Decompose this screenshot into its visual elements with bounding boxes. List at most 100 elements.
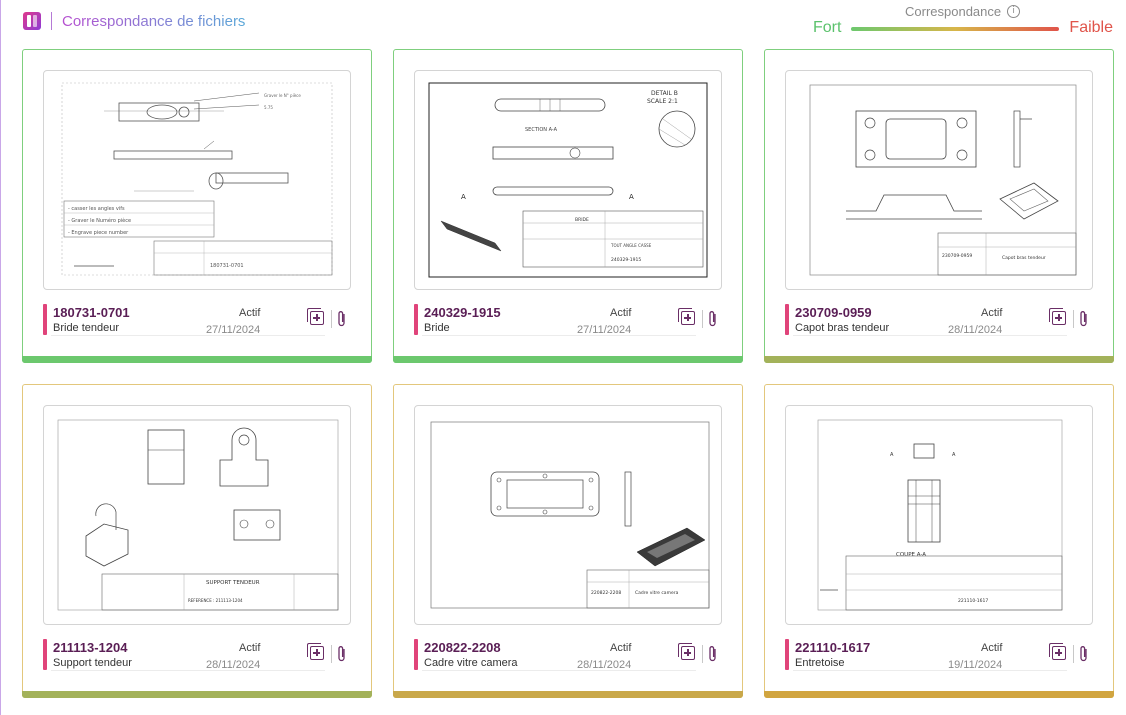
- svg-text:230709-0959: 230709-0959: [942, 253, 972, 259]
- svg-text:Graver le N° pièce: Graver le N° pièce: [264, 93, 301, 98]
- divider: [51, 670, 325, 671]
- svg-text:A: A: [461, 193, 466, 201]
- file-card[interactable]: Graver le N° pièce 5.75 - casser les ang…: [22, 49, 372, 363]
- drawing-thumbnail[interactable]: Graver le N° pièce 5.75 - casser les ang…: [43, 70, 351, 290]
- paperclip-icon[interactable]: [1079, 645, 1089, 663]
- status-label: Actif: [239, 307, 261, 319]
- page-title: Correspondance de fichiers: [62, 12, 246, 30]
- file-card[interactable]: A A COUPE A-A 221110-1617 221110-1617 En…: [764, 384, 1114, 698]
- svg-text:SECTION A-A: SECTION A-A: [525, 127, 558, 133]
- svg-text:A: A: [952, 452, 956, 458]
- designation: Cadre vitre camera: [424, 657, 518, 669]
- date-label: 28/11/2024: [948, 324, 1003, 336]
- svg-text:Capot bras tendeur: Capot bras tendeur: [1002, 255, 1046, 261]
- add-to-compare-icon[interactable]: [1049, 308, 1066, 325]
- card-info: 180731-0701 Bride tendeur Actif 27/11/20…: [43, 304, 351, 336]
- date-label: 27/11/2024: [206, 324, 261, 336]
- svg-text:DETAIL B: DETAIL B: [651, 90, 678, 97]
- drawing-thumbnail[interactable]: SUPPORT TENDEUR REFERENCE : 211113-1204: [43, 405, 351, 625]
- card-info: 240329-1915 Bride Actif 27/11/2024: [414, 304, 722, 336]
- technical-drawing-preview: A A COUPE A-A 221110-1617: [817, 419, 1063, 611]
- action-divider: [1073, 645, 1074, 663]
- reference-number[interactable]: 220822-2208: [424, 640, 501, 655]
- drawing-thumbnail[interactable]: A A COUPE A-A 221110-1617: [785, 405, 1093, 625]
- technical-drawing-preview: SUPPORT TENDEUR REFERENCE : 211113-1204: [57, 419, 339, 611]
- action-divider: [702, 310, 703, 328]
- svg-text:A: A: [629, 193, 634, 201]
- match-indicator-bar: [764, 356, 1114, 363]
- info-icon[interactable]: i: [1007, 5, 1021, 18]
- legend-title-text: Correspondance: [905, 4, 1002, 19]
- legend-title: Correspondance i: [905, 4, 1021, 19]
- paperclip-icon[interactable]: [708, 310, 718, 328]
- match-indicator-bar: [393, 691, 743, 698]
- svg-text:BRIDE: BRIDE: [575, 217, 589, 223]
- split-file-icon: [23, 12, 41, 30]
- svg-text:220822-2208: 220822-2208: [591, 590, 621, 596]
- add-to-compare-icon[interactable]: [307, 308, 324, 325]
- designation: Support tendeur: [53, 657, 132, 669]
- technical-drawing-preview: 230709-0959 Capot bras tendeur: [809, 84, 1077, 276]
- date-label: 19/11/2024: [948, 659, 1003, 671]
- divider: [422, 670, 696, 671]
- paperclip-icon[interactable]: [337, 645, 347, 663]
- paperclip-icon[interactable]: [1079, 310, 1089, 328]
- card-info: 230709-0959 Capot bras tendeur Actif 28/…: [785, 304, 1093, 336]
- add-to-compare-icon[interactable]: [678, 643, 695, 660]
- drawing-thumbnail[interactable]: SECTION A-A DETAIL B SCALE 2:1 A A BRIDE…: [414, 70, 722, 290]
- svg-text:- casser les angles vifs: - casser les angles vifs: [68, 206, 125, 212]
- match-indicator-bar: [22, 356, 372, 363]
- date-label: 28/11/2024: [577, 659, 632, 671]
- reference-number[interactable]: 230709-0959: [795, 305, 872, 320]
- svg-text:180731-0701: 180731-0701: [210, 263, 244, 269]
- svg-text:SCALE 2:1: SCALE 2:1: [647, 98, 678, 105]
- accent-bar: [43, 304, 47, 335]
- technical-drawing-preview: 220822-2208 Cadre vitre camera: [430, 421, 710, 609]
- paperclip-icon[interactable]: [337, 310, 347, 328]
- match-legend: Correspondance i Fort Faible: [813, 3, 1113, 43]
- accent-bar: [785, 304, 789, 335]
- status-label: Actif: [610, 642, 632, 654]
- accent-bar: [414, 304, 418, 335]
- header-divider: [51, 12, 52, 30]
- divider: [422, 335, 696, 336]
- divider: [793, 335, 1067, 336]
- file-card[interactable]: 230709-0959 Capot bras tendeur 230709-09…: [764, 49, 1114, 363]
- svg-text:COUPE A-A: COUPE A-A: [896, 552, 926, 558]
- svg-text:REFERENCE : 211113-1204: REFERENCE : 211113-1204: [188, 598, 243, 603]
- reference-number[interactable]: 221110-1617: [795, 640, 871, 655]
- action-divider: [702, 645, 703, 663]
- reference-number[interactable]: 240329-1915: [424, 305, 501, 320]
- divider: [793, 670, 1067, 671]
- match-indicator-bar: [22, 691, 372, 698]
- match-indicator-bar: [764, 691, 1114, 698]
- legend-strong-label: Fort: [813, 19, 842, 36]
- file-card[interactable]: SUPPORT TENDEUR REFERENCE : 211113-1204 …: [22, 384, 372, 698]
- svg-text:221110-1617: 221110-1617: [958, 598, 988, 604]
- add-to-compare-icon[interactable]: [1049, 643, 1066, 660]
- svg-text:- Engrave piece number: - Engrave piece number: [68, 230, 129, 236]
- accent-bar: [785, 639, 789, 670]
- action-divider: [331, 310, 332, 328]
- match-indicator-bar: [393, 356, 743, 363]
- reference-number[interactable]: 180731-0701: [53, 305, 130, 320]
- drawing-thumbnail[interactable]: 230709-0959 Capot bras tendeur: [785, 70, 1093, 290]
- card-info: 221110-1617 Entretoise Actif 19/11/2024: [785, 639, 1093, 671]
- action-divider: [331, 645, 332, 663]
- card-info: 220822-2208 Cadre vitre camera Actif 28/…: [414, 639, 722, 671]
- designation: Bride tendeur: [53, 322, 120, 334]
- designation: Entretoise: [795, 657, 845, 669]
- file-card[interactable]: 220822-2208 Cadre vitre camera 220822-22…: [393, 384, 743, 698]
- svg-text:240329-1915: 240329-1915: [611, 257, 641, 263]
- designation: Bride: [424, 322, 450, 334]
- drawing-thumbnail[interactable]: 220822-2208 Cadre vitre camera: [414, 405, 722, 625]
- file-card[interactable]: SECTION A-A DETAIL B SCALE 2:1 A A BRIDE…: [393, 49, 743, 363]
- action-divider: [1073, 310, 1074, 328]
- reference-number[interactable]: 211113-1204: [53, 640, 128, 655]
- add-to-compare-icon[interactable]: [678, 308, 695, 325]
- date-label: 27/11/2024: [577, 324, 632, 336]
- paperclip-icon[interactable]: [708, 645, 718, 663]
- add-to-compare-icon[interactable]: [307, 643, 324, 660]
- status-label: Actif: [610, 307, 632, 319]
- svg-text:5.75: 5.75: [264, 105, 273, 110]
